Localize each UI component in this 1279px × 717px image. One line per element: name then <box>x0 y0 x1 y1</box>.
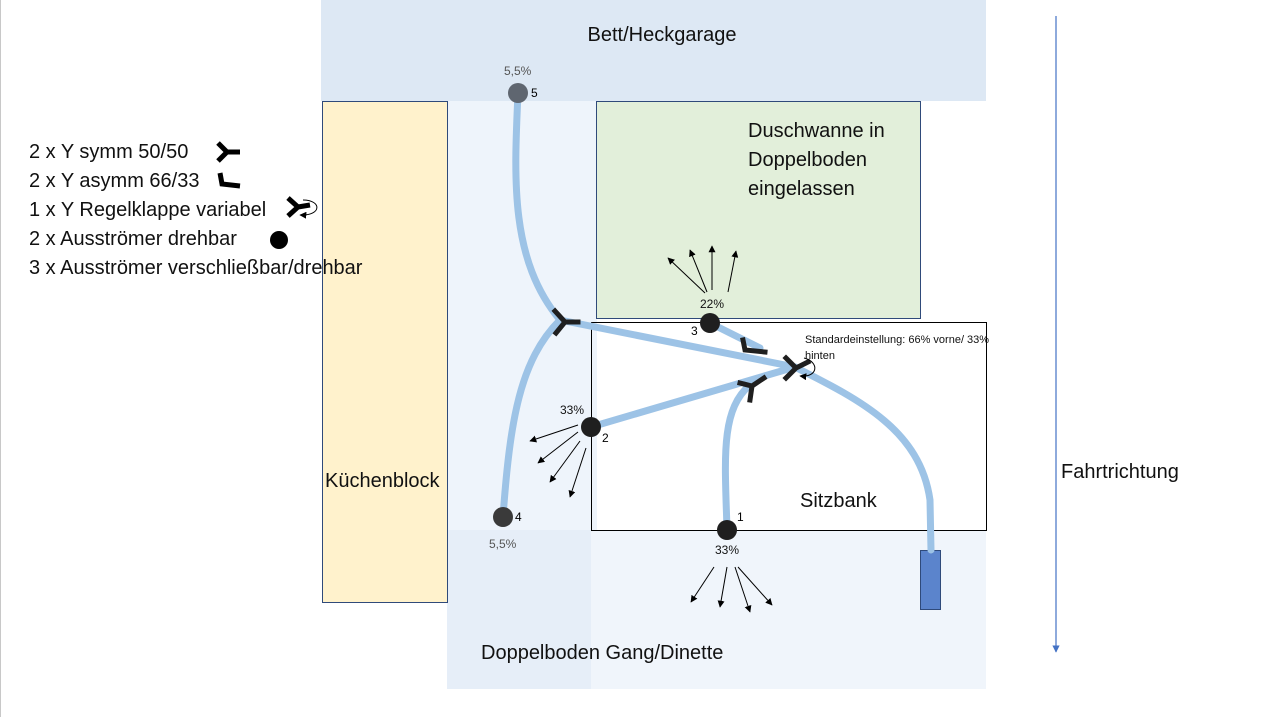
legend-y-asymm-icon <box>217 172 241 189</box>
outlet-4-number: 4 <box>515 510 522 524</box>
airflow-arrow <box>737 566 773 606</box>
outlet-1-number: 1 <box>737 510 744 524</box>
airflow-arrow <box>667 257 706 294</box>
direction-label: Fahrtrichtung <box>1061 461 1179 483</box>
y-symm-icon <box>551 307 581 337</box>
kitchen-label: Küchenblock <box>325 470 440 492</box>
airflow-arrow <box>549 440 581 483</box>
outlet-2 <box>581 417 601 437</box>
outlet-2-percent: 33% <box>560 403 585 417</box>
default-setting-note: Standardeinstellung: 66% vorne/ 33% hint… <box>805 334 990 362</box>
y-connectors <box>551 307 812 403</box>
bench-label: Sitzbank <box>800 490 877 512</box>
outlet-3 <box>700 313 720 333</box>
shower-area <box>596 101 921 319</box>
airflow-arrow <box>734 566 752 613</box>
kitchen-block <box>322 101 448 603</box>
legend-y-symm-icon <box>216 141 240 163</box>
y-symm-icon-2 <box>736 374 768 403</box>
outlet-5 <box>508 83 528 103</box>
outlet-3-percent: 22% <box>700 297 725 311</box>
legend-item-ausstroemer-verschliessbar: 3 x Ausströmer verschließbar/drehbar <box>29 257 363 279</box>
duct-to-outlet-4 <box>499 316 564 521</box>
airflow-arrows <box>529 245 773 613</box>
outlet-3-number: 3 <box>691 324 698 338</box>
airflow-arrow <box>727 250 739 293</box>
aisle-label: Doppelboden Gang/Dinette <box>481 642 724 664</box>
legend-y-regelklappe-icon <box>286 196 311 218</box>
regelklappe-rotation-icon <box>799 357 816 381</box>
duct-main-to-valve <box>556 316 799 371</box>
duct-to-outlet-1 <box>721 381 754 534</box>
aisle-lower-left-area <box>447 530 591 689</box>
airflow-arrow <box>568 447 587 498</box>
duct-to-outlet-5 <box>512 89 564 324</box>
page-border <box>0 0 1 717</box>
airflow-arrow <box>537 431 579 464</box>
airflow-arrow <box>689 249 708 293</box>
outlet-4-percent: 5,5% <box>489 537 517 551</box>
y-regelklappe-icon <box>782 354 812 382</box>
legend-outlet-icon <box>270 231 288 249</box>
airflow-arrow <box>717 566 728 608</box>
outlet-1-percent: 33% <box>715 543 740 557</box>
aisle-upper-area <box>447 101 597 531</box>
outlet-5-number: 5 <box>531 86 538 100</box>
bed-label: Bett/Heckgarage <box>587 24 737 46</box>
duct-to-heater <box>791 363 935 554</box>
legend-item-y-symm: 2 x Y symm 50/50 <box>29 141 189 163</box>
outlet-4 <box>493 507 513 527</box>
airflow-arrow <box>690 566 715 603</box>
shower-label: Duschwanne in Doppelboden eingelassen <box>748 120 885 200</box>
legend-item-y-regelklappe: 1 x Y Regelklappe variabel <box>29 199 267 221</box>
legend-item-y-asymm: 2 x Y asymm 66/33 <box>29 170 200 192</box>
bed-area <box>321 0 986 101</box>
legend-icons <box>216 141 311 218</box>
legend: 2 x Y symm 50/50 2 x Y asymm 66/33 1 x Y… <box>0 130 362 290</box>
legend-rotation-icon <box>299 199 318 219</box>
y-asymm-icon <box>740 337 768 355</box>
legend-item-ausstroemer-drehbar: 2 x Ausströmer drehbar <box>29 228 237 250</box>
outlet-1 <box>717 520 737 540</box>
airflow-arrow <box>529 424 579 443</box>
outlet-5-percent: 5,5% <box>504 64 532 78</box>
outlet-2-number: 2 <box>602 431 609 445</box>
